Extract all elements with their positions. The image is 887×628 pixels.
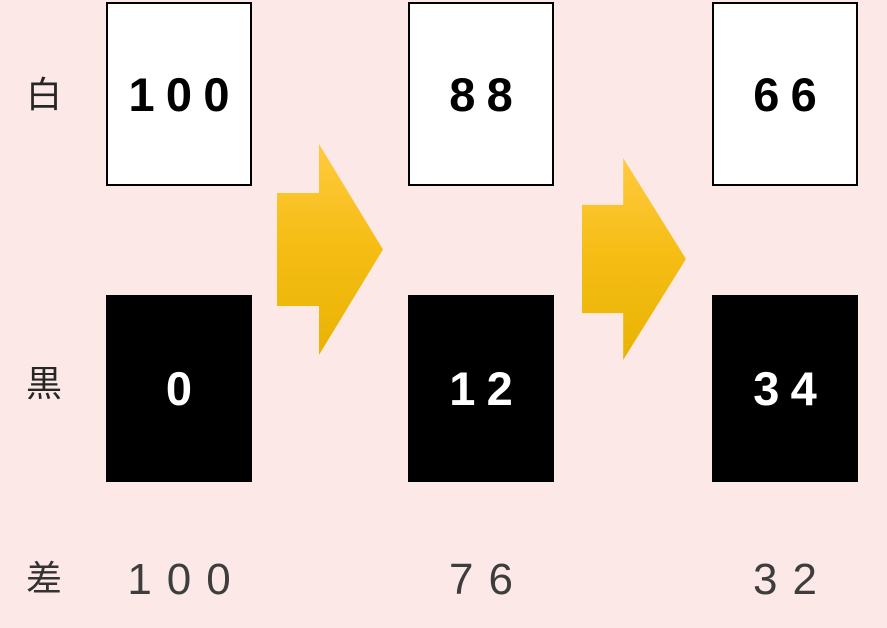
diff-value: 32 xyxy=(753,555,832,604)
diff-value: 100 xyxy=(127,555,246,604)
diff-value-col2: 76 xyxy=(408,548,554,612)
diff-value: 76 xyxy=(449,555,528,604)
right-arrow-icon xyxy=(582,158,686,360)
diff-value-col1: 100 xyxy=(106,548,252,612)
row-label-black: 黒 xyxy=(26,363,63,404)
black-box-col3: 34 xyxy=(712,295,858,482)
white-box-col1: 100 xyxy=(106,2,252,186)
black-box-value: 12 xyxy=(449,362,525,415)
white-box-col3: 66 xyxy=(712,2,858,186)
white-box-value: 66 xyxy=(753,67,829,121)
black-box-col2: 12 xyxy=(408,295,554,482)
diff-value-col3: 32 xyxy=(712,548,858,612)
right-arrow-icon xyxy=(277,144,383,355)
white-box-value: 100 xyxy=(128,67,241,121)
black-box-value: 0 xyxy=(165,362,204,415)
white-box-col2: 88 xyxy=(408,2,554,186)
row-label-diff: 差 xyxy=(26,558,63,599)
black-box-value: 34 xyxy=(753,362,829,415)
black-box-col1: 0 xyxy=(106,295,252,482)
row-label-white: 白 xyxy=(26,74,63,115)
white-box-value: 88 xyxy=(449,67,525,121)
